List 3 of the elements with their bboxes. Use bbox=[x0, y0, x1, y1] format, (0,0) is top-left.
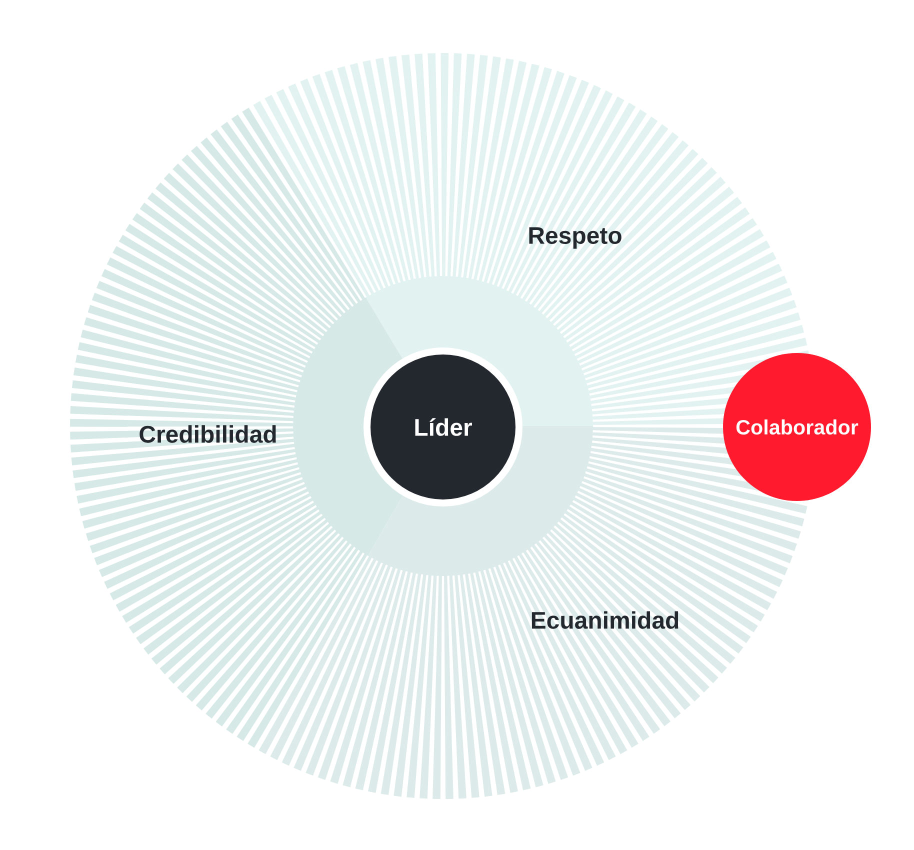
sector-label: Ecuanimidad bbox=[532, 611, 678, 629]
sector-label: Credibilidad bbox=[140, 425, 276, 443]
sector-label: Respeto bbox=[529, 227, 622, 249]
